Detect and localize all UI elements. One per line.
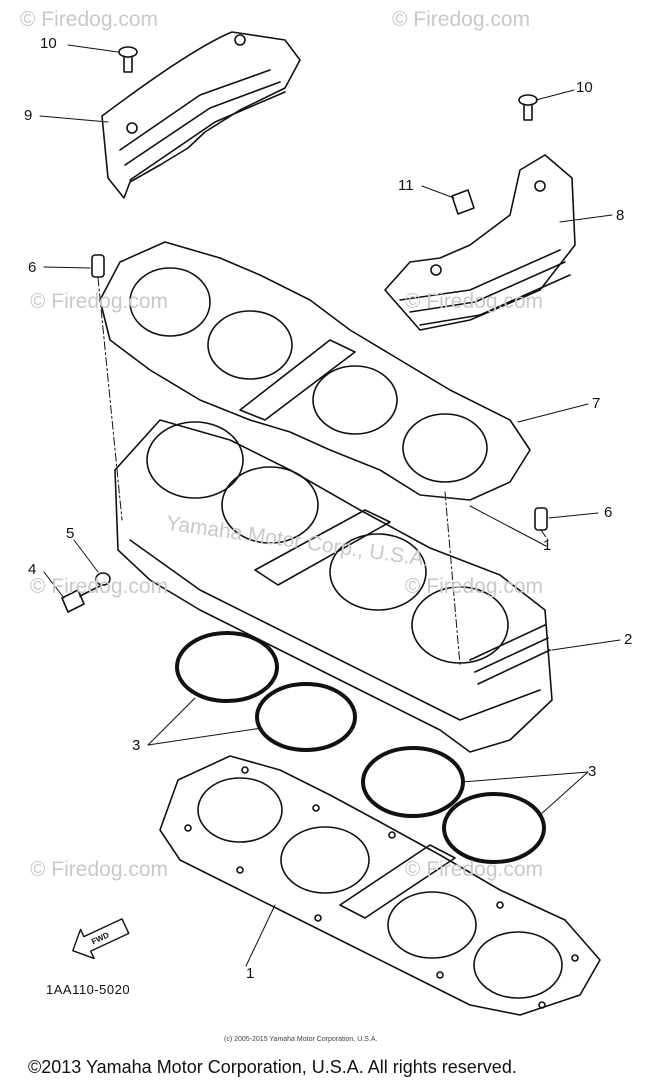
callout-5: 5	[66, 525, 75, 542]
callout-10-right: 10	[576, 79, 593, 96]
bolt-part-10-left	[118, 46, 138, 73]
small-copyright-note: (c) 2005-2015 Yamaha Motor Corporation, …	[224, 1036, 378, 1043]
callout-6-lower: 6	[604, 504, 613, 521]
callout-2: 2	[624, 631, 633, 648]
cylinder-cover-right-part-8	[384, 154, 576, 331]
watermark: © Firedog.com	[405, 290, 544, 313]
dowel-pin-part-6-upper	[91, 254, 105, 278]
bolt-part-10-right	[518, 94, 538, 121]
cylinder-cover-left-part-9	[101, 31, 301, 199]
alignment-lines	[97, 277, 549, 666]
washer-part-5	[95, 572, 111, 586]
o-ring-part-3-d	[442, 792, 546, 864]
damper-part-11	[451, 189, 475, 215]
watermark: © Firedog.com	[20, 8, 159, 31]
watermark: © Firedog.com	[30, 575, 169, 598]
dowel-pin-part-6-lower	[534, 507, 548, 531]
leader-lines	[39, 44, 621, 967]
copyright-footer: ©2013 Yamaha Motor Corporation, U.S.A. A…	[28, 1057, 517, 1077]
reference-code: 1AA110-5020	[46, 982, 131, 997]
callout-3-left: 3	[132, 737, 141, 754]
callout-11: 11	[398, 177, 414, 194]
watermark: © Firedog.com	[30, 858, 169, 881]
callout-1-head-gasket-side: 1	[543, 537, 552, 554]
callout-1-base-gasket: 1	[246, 965, 255, 982]
o-ring-part-3-a	[175, 631, 279, 703]
callout-7: 7	[592, 395, 601, 412]
o-ring-part-3-b	[255, 682, 357, 752]
head-gasket-part-7	[99, 241, 531, 501]
watermark: © Firedog.com	[405, 575, 544, 598]
callout-3-right: 3	[588, 763, 597, 780]
callout-6-upper: 6	[28, 259, 37, 276]
forward-direction-arrow: FWD	[72, 918, 130, 960]
callout-10-left: 10	[40, 35, 57, 52]
base-gasket-part-1	[159, 755, 601, 1016]
watermark: © Firedog.com	[392, 8, 531, 31]
watermark: © Firedog.com	[30, 290, 169, 313]
watermark: © Firedog.com	[405, 858, 544, 881]
callout-9: 9	[24, 107, 33, 124]
cylinder-block-part-2	[114, 419, 553, 753]
callout-8: 8	[616, 207, 625, 224]
callout-4: 4	[28, 561, 37, 578]
o-ring-part-3-c	[361, 746, 465, 818]
bolt-part-4	[61, 585, 101, 613]
